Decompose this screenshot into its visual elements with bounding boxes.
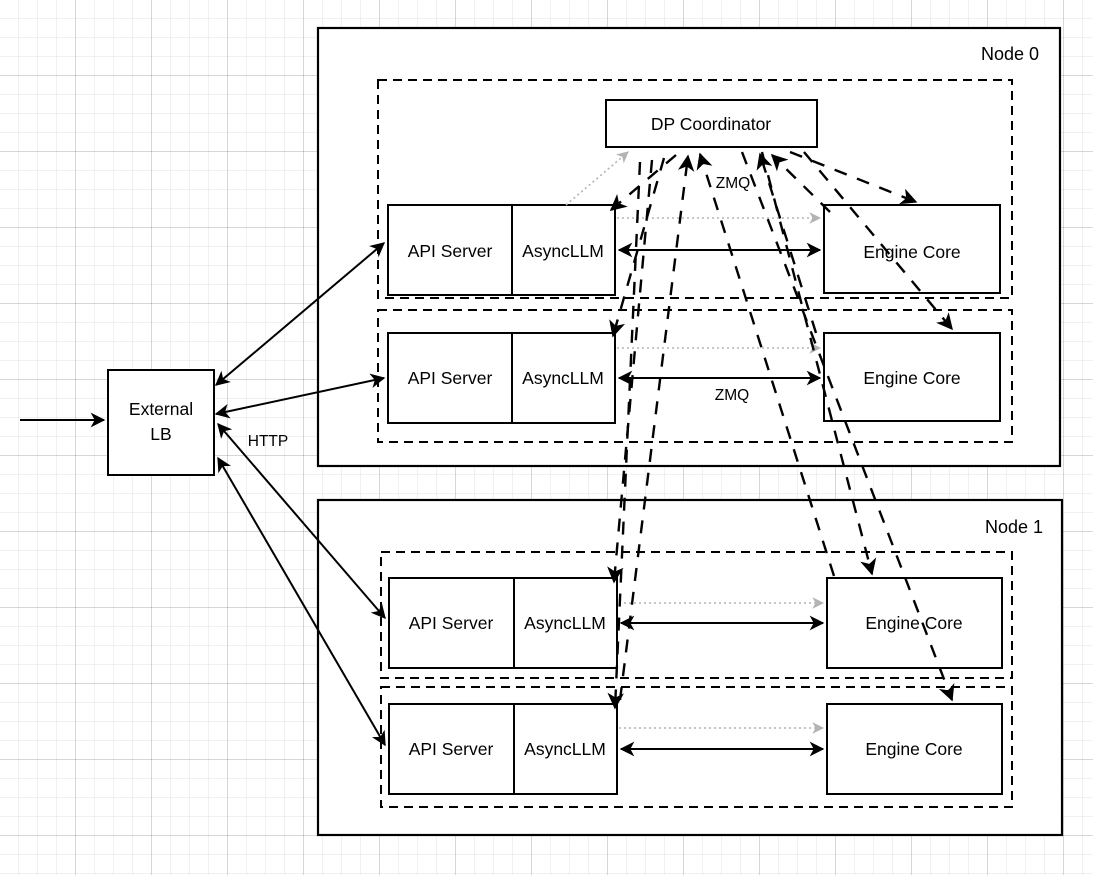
node0-group1-zmq-label: ZMQ xyxy=(715,387,749,404)
coordinator-to-node1-group1-asyncllm-edge xyxy=(607,161,642,710)
lb-to-node0-group1-api-edge xyxy=(214,373,386,419)
dp-coordinator-box xyxy=(605,99,818,148)
node-1-group-0-api-server-label: API Server xyxy=(409,613,494,633)
dp-coordinator-label: DP Coordinator xyxy=(651,114,771,134)
external-lb-box xyxy=(107,369,215,476)
node-1-group-0-engine-core-box xyxy=(826,577,1003,669)
external-lb-label-line1: External xyxy=(129,399,193,419)
node-1-group-1-engine-core-box xyxy=(826,703,1003,795)
node1-group0-enginecore-to-coordinator-edge xyxy=(696,152,836,577)
node-1-group-1-asyncllm-label: AsyncLLM xyxy=(524,739,606,759)
node-1-group-1-server-unit xyxy=(388,703,618,795)
node-0-title: Node 0 xyxy=(981,44,1039,64)
node-0-group-1-engine-core-box xyxy=(823,332,1001,422)
node-0-group-0-engine-core-label: Engine Core xyxy=(863,242,960,262)
node-0-group-1-engine-core-label: Engine Core xyxy=(863,368,960,388)
coordinator-zmq-label: ZMQ xyxy=(716,175,750,192)
asyncllm-to-coordinator-dotted-edge xyxy=(565,151,629,206)
node1-group1-enginecore-to-coordinator-edge xyxy=(618,154,695,701)
node-0-group-0 xyxy=(377,79,1013,299)
coordinator-to-node0-group1-asyncllm-edge xyxy=(609,157,666,338)
node-0-group-0-engine-core-box xyxy=(823,204,1001,294)
node-1-group-1 xyxy=(380,686,1013,808)
node-0-group-0-server-unit xyxy=(387,204,616,296)
lb-to-node0-group0-api-edge xyxy=(214,242,386,386)
node-0-group-0-api-server-label: API Server xyxy=(408,241,493,261)
node-0-group-1 xyxy=(377,309,1013,443)
node-1-group-0-asyncllm-label: AsyncLLM xyxy=(524,613,606,633)
node-1-group-0 xyxy=(380,551,1013,679)
coordinator-to-node1-group0-enginecore-edge xyxy=(760,151,877,576)
node-0-group-1-api-server-label: API Server xyxy=(408,368,493,388)
node-0-group-1-server-unit xyxy=(387,332,616,424)
coordinator-to-node1-group1-enginecore-edge xyxy=(740,151,955,702)
node-0-group-0-asyncllm-label: AsyncLLM xyxy=(522,241,604,261)
http-label: HTTP xyxy=(248,433,288,450)
node-1-group-1-api-server-label: API Server xyxy=(409,739,494,759)
node-0-group-1-asyncllm-label: AsyncLLM xyxy=(522,368,604,388)
node-1-title: Node 1 xyxy=(985,517,1043,537)
node-1-group-0-server-unit xyxy=(388,577,618,669)
coordinator-to-node0-group1-enginecore-edge xyxy=(803,151,953,331)
lb-to-node1-group1-api-edge xyxy=(217,456,386,747)
node-1-group-1-engine-core-label: Engine Core xyxy=(865,739,962,759)
external-lb-label-line2: LB xyxy=(150,424,171,444)
node-1-group-0-engine-core-label: Engine Core xyxy=(865,613,962,633)
